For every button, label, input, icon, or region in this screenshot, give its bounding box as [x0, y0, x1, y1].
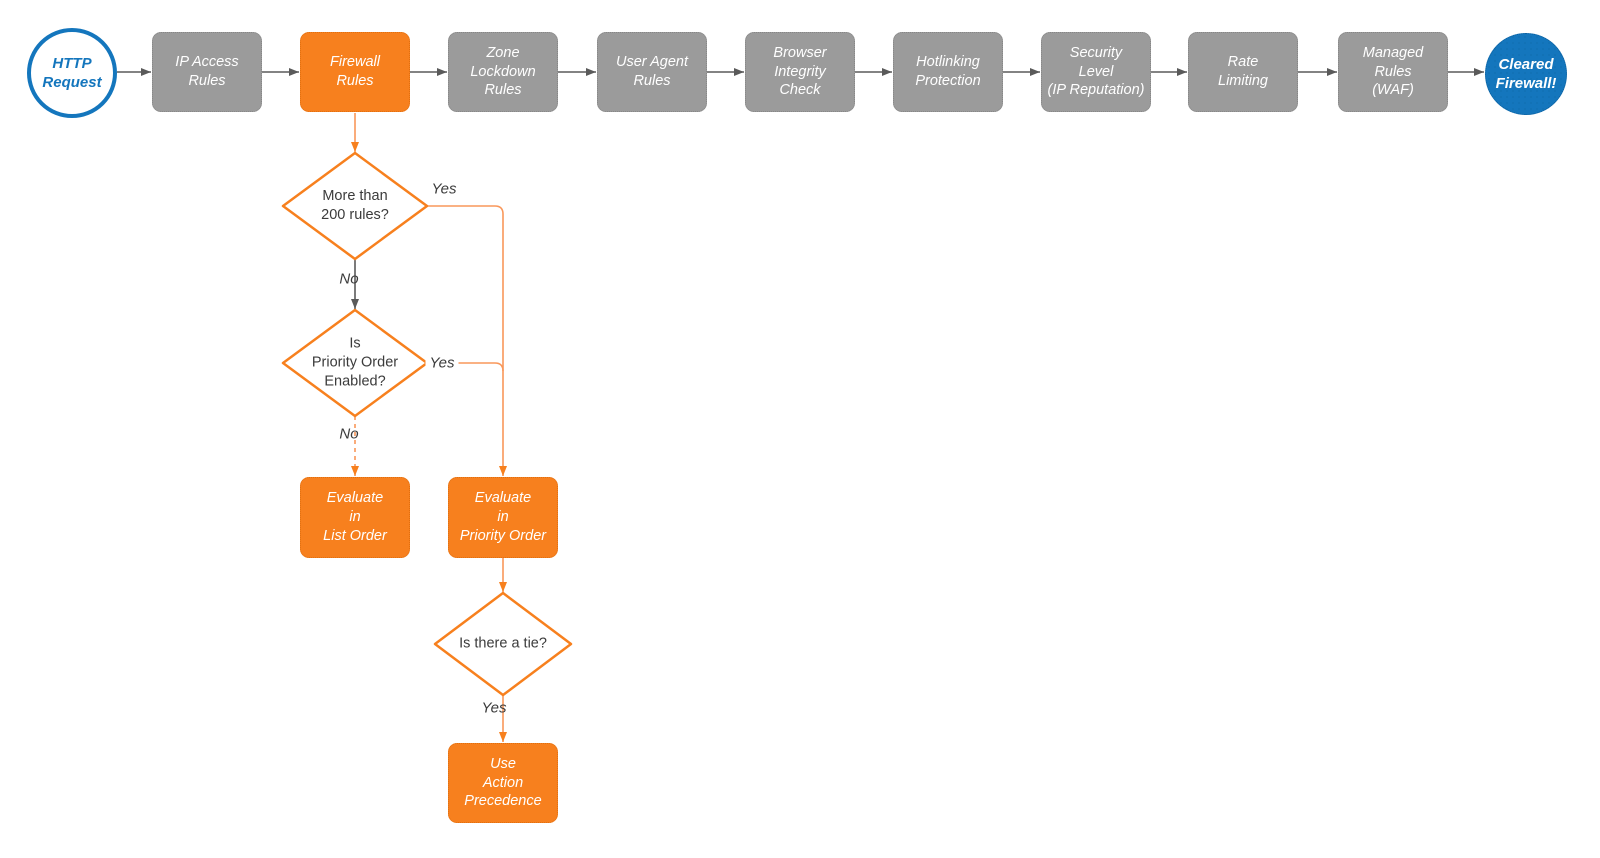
- decision3-label: Is there a tie?: [459, 635, 547, 652]
- node-evaluate-priority-order: Evaluate in Priority Order: [448, 477, 558, 558]
- node-zone-lockdown-rules: Zone Lockdown Rules: [448, 32, 558, 112]
- node-rate-limiting: Rate Limiting: [1188, 32, 1298, 112]
- node-ip-access-rules: IP Access Rules: [152, 32, 262, 112]
- decision1-label: More than 200 rules?: [321, 188, 389, 223]
- node-use-action-precedence: Use Action Precedence: [448, 743, 558, 823]
- edge-label-yes-2: Yes: [425, 354, 459, 372]
- edge-yes-decision2-join: [427, 362, 504, 372]
- node-firewall-rules: Firewall Rules: [300, 32, 410, 112]
- decision2-label: Is Priority Order Enabled?: [311, 335, 399, 390]
- branch-arrows: [351, 113, 507, 742]
- node-cleared-firewall: Cleared Firewall!: [1485, 33, 1567, 115]
- edge-label-no-2: No: [339, 425, 359, 443]
- node-hotlinking-protection: Hotlinking Protection: [893, 32, 1003, 112]
- node-browser-integrity-check: Browser Integrity Check: [745, 32, 855, 112]
- node-user-agent-rules: User Agent Rules: [597, 32, 707, 112]
- edge-label-yes-3: Yes: [481, 699, 507, 717]
- node-evaluate-list-order: Evaluate in List Order: [300, 477, 410, 558]
- node-security-level: Security Level (IP Reputation): [1041, 32, 1151, 112]
- pipeline-arrows: [117, 68, 1484, 309]
- decision3-diamond: [433, 591, 573, 697]
- node-http-request: HTTP Request: [27, 28, 117, 118]
- edge-label-no-1: No: [339, 270, 359, 288]
- node-managed-rules-waf: Managed Rules (WAF): [1338, 32, 1448, 112]
- edge-label-yes-1: Yes: [431, 180, 457, 198]
- decision-shapes: [281, 151, 573, 697]
- edge-yes-decision1-to-priority-order: [427, 205, 507, 476]
- decision1-diamond: [281, 151, 429, 261]
